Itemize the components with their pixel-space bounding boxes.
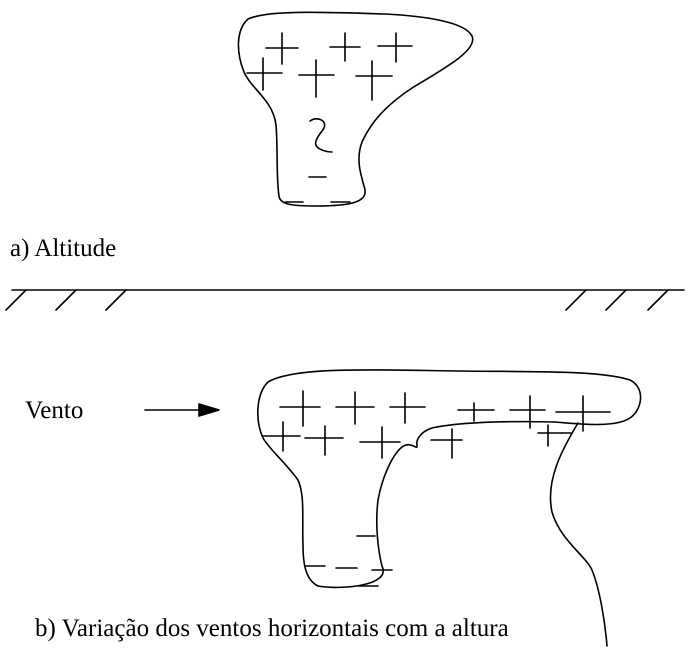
negative-charges-a bbox=[284, 176, 351, 203]
caption-b: b) Variação dos ventos horizontais com a… bbox=[35, 615, 509, 642]
cloud-outline-b bbox=[257, 369, 642, 589]
negative-charges-b bbox=[305, 535, 393, 587]
wavy-discharge-mark-a bbox=[309, 117, 333, 153]
positive-charges-a bbox=[246, 32, 413, 101]
lightning-stroke-b bbox=[549, 422, 608, 647]
wind-arrow bbox=[144, 403, 220, 417]
ground-surface bbox=[5, 289, 685, 311]
positive-charges-b bbox=[261, 390, 611, 459]
cloud-outline-a bbox=[237, 11, 474, 207]
caption-a: a) Altitude bbox=[10, 235, 117, 262]
wind-label: Vento bbox=[25, 397, 84, 424]
